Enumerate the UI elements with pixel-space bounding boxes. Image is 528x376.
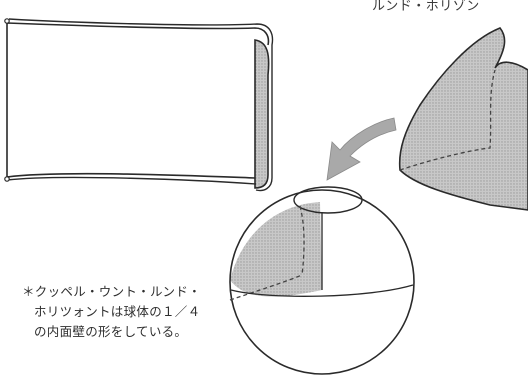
quarter-sphere-shell [398, 27, 528, 211]
top-label: ルンド・ホリゾン [372, 0, 480, 14]
caption: ＊クッペル・ウント・ルンド・ ホリツォントは球体の１／４ の内面壁の形をしている… [22, 282, 222, 342]
flat-horizont-panel [4, 18, 274, 192]
caption-line-2: ホリツォントは球体の１／４ [34, 304, 201, 319]
insert-arrow [326, 117, 397, 181]
caption-line-3: の内面壁の形をしている。 [34, 324, 188, 339]
caption-line-1: ＊クッペル・ウント・ルンド・ [22, 284, 201, 299]
sphere [229, 186, 415, 375]
